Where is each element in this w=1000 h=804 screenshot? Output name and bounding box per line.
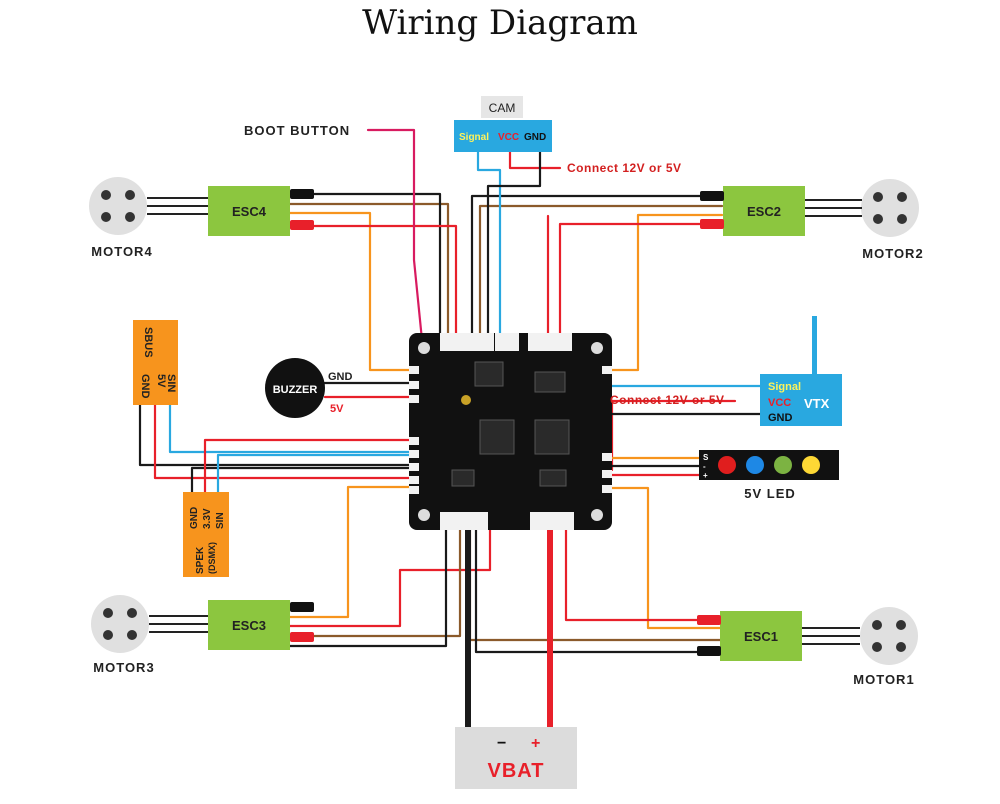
motor2-leads <box>805 199 862 217</box>
led-pin-s: S <box>703 453 709 462</box>
cam-gnd: GND <box>524 132 546 143</box>
wire-esc4-brown <box>288 202 450 337</box>
wire-esc1-black <box>474 526 722 654</box>
wire-sbus-red <box>153 403 412 480</box>
cam-signal: Signal <box>459 132 489 143</box>
vtx-vcc: VCC <box>768 397 791 409</box>
esc2: ESC2 <box>700 186 805 236</box>
esc4: ESC4 <box>208 186 314 236</box>
motor3-leads <box>149 615 208 633</box>
sbus-sin: SIN <box>165 374 177 392</box>
esc4-label: ESC4 <box>232 204 267 219</box>
motor2: MOTOR2 <box>861 179 923 261</box>
vtx-module: Signal VTX VCC GND <box>760 316 842 426</box>
vtx-gnd: GND <box>768 412 793 424</box>
wire-esc2-red <box>558 222 724 337</box>
vbat-label: VBAT <box>488 760 545 782</box>
spek-pin-gnd: GND <box>189 507 200 529</box>
motor4: MOTOR4 <box>89 177 152 259</box>
wire-spek-black <box>190 466 412 494</box>
wire-esc2-black <box>470 194 724 337</box>
wire-esc2-orange <box>610 213 724 372</box>
motor3: MOTOR3 <box>91 595 154 675</box>
wire-esc4-black <box>288 192 442 337</box>
esc1-label: ESC1 <box>744 629 778 644</box>
sbus-module: SBUS 5V GND SIN <box>133 320 178 405</box>
spek-pin-sin: SIN <box>215 512 226 529</box>
led-blue <box>746 456 764 474</box>
diagram-title: Wiring Diagram <box>362 3 638 43</box>
spek-pin-33v: 3.3V <box>202 508 213 529</box>
wire-cam-red <box>508 148 562 170</box>
wire-sbus-black <box>138 403 412 467</box>
motor2-label: MOTOR2 <box>862 246 923 261</box>
vtx-signal: Signal <box>768 381 801 393</box>
vtx-title: VTX <box>804 396 830 411</box>
boot-button-label: BOOT BUTTON <box>244 123 350 138</box>
spek-sub: (DSMX) <box>207 542 217 574</box>
led-strip: S - + 5V LED <box>699 450 839 501</box>
vbat-plus: + <box>531 735 540 752</box>
sbus-label: SBUS <box>142 327 154 358</box>
motor4-leads <box>147 197 208 215</box>
motor1: MOTOR1 <box>853 607 918 687</box>
esc3: ESC3 <box>208 600 314 650</box>
vtx-note: Connect 12V or 5V <box>610 393 725 407</box>
esc3-label: ESC3 <box>232 618 266 633</box>
wire-esc3-red <box>288 526 492 628</box>
wire-sbus-blue <box>168 403 412 454</box>
wire-esc4-red <box>288 224 458 337</box>
wire-esc4-orange <box>288 211 412 372</box>
vbat-battery: − + VBAT <box>455 727 577 789</box>
led-yellow <box>802 456 820 474</box>
wire-esc1-red <box>564 526 722 622</box>
sbus-gnd: GND <box>139 374 151 399</box>
buzzer-label: BUZZER <box>273 384 318 396</box>
esc1: ESC1 <box>697 611 802 661</box>
cam-module: CAM Signal VCC GND <box>454 96 552 152</box>
led-pin-plus: + <box>703 471 708 480</box>
motor1-leads <box>802 627 860 645</box>
wire-cam-black <box>486 148 542 337</box>
wire-esc3-black <box>288 526 448 648</box>
vbat-minus: − <box>497 735 506 752</box>
buzzer-5v: 5V <box>330 403 344 415</box>
cam-title: CAM <box>489 101 516 115</box>
cam-note: Connect 12V or 5V <box>567 161 682 175</box>
led-green <box>774 456 792 474</box>
motor3-label: MOTOR3 <box>93 660 154 675</box>
flight-controller-board <box>409 333 612 530</box>
led-pin-minus: - <box>703 462 706 471</box>
wire-cam-blue <box>476 148 502 337</box>
motor4-label: MOTOR4 <box>91 244 152 259</box>
motor1-label: MOTOR1 <box>853 672 914 687</box>
spek-name: SPEK <box>195 546 206 574</box>
wire-esc3-brown <box>288 526 462 638</box>
buzzer: BUZZER GND 5V <box>265 358 353 418</box>
esc2-label: ESC2 <box>747 204 781 219</box>
sbus-5v: 5V <box>155 374 167 388</box>
wire-spek-blue <box>216 453 412 494</box>
spek-module: GND 3.3V SIN SPEK (DSMX) <box>183 492 229 577</box>
led-red <box>718 456 736 474</box>
wire-esc2-brown <box>478 204 724 337</box>
wire-esc3-orange <box>288 485 412 619</box>
wire-esc1-orange <box>610 486 722 630</box>
wire-esc1-brown <box>468 526 722 642</box>
wire-spek-red <box>203 438 412 494</box>
led-label: 5V LED <box>744 486 796 501</box>
cam-vcc: VCC <box>498 132 519 143</box>
buzzer-gnd: GND <box>328 371 353 383</box>
